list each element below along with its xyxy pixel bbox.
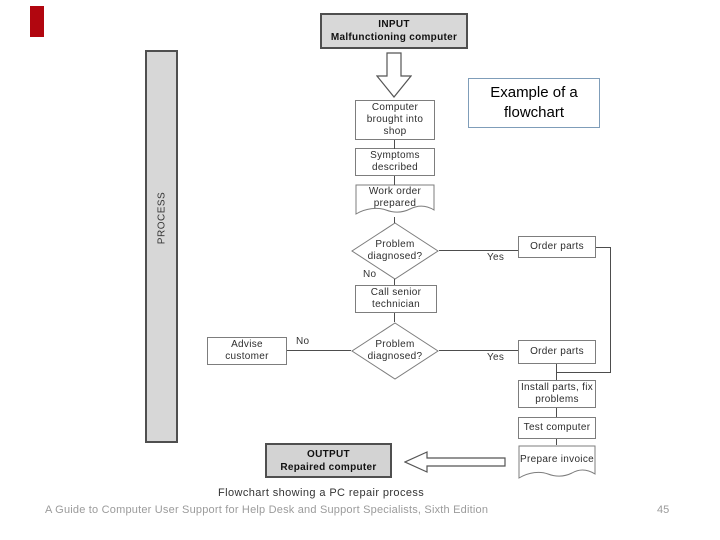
input-title: INPUT (378, 19, 410, 30)
connector-line (394, 279, 395, 285)
order-parts-1-label: Order parts (530, 241, 584, 252)
decision-1-text: Problem diagnosed? (367, 239, 423, 262)
order-parts-2-label: Order parts (530, 346, 584, 357)
step-symptoms-label: Symptoms described (370, 150, 420, 173)
red-accent-bar (30, 6, 44, 37)
step-install-parts: Install parts, fix problems (518, 380, 596, 408)
connector-line (556, 439, 557, 445)
decision-problem-diagnosed-2 (351, 322, 439, 380)
process-phase-bar: PROCESS (145, 50, 178, 443)
step-computer-brought: Computer brought into shop (355, 100, 435, 140)
connector-line (394, 140, 395, 149)
branch-label-no-2: No (296, 336, 310, 347)
step-call-senior-technician: Call senior technician (355, 285, 437, 313)
test-computer-label: Test computer (523, 422, 591, 433)
input-subtitle: Malfunctioning computer (330, 32, 458, 43)
connector-line (287, 350, 351, 351)
figure-caption: Flowchart showing a PC repair process (218, 487, 425, 499)
example-callout: Example of a flowchart (468, 78, 600, 128)
document-prepare-invoice-label: Prepare invoice (518, 446, 596, 474)
connector-line (556, 372, 611, 373)
step-symptoms-described: Symptoms described (355, 148, 435, 176)
advise-customer-label: Advise customer (225, 339, 269, 362)
install-parts-label: Install parts, fix problems (520, 382, 594, 405)
document-prepare-invoice (518, 445, 596, 479)
connector-line (596, 247, 611, 248)
document-work-order (355, 184, 435, 215)
output-title: OUTPUT (307, 448, 350, 460)
connector-line (610, 247, 611, 373)
connector-line (394, 313, 395, 322)
connector-line (394, 217, 395, 223)
decision-problem-diagnosed-1 (351, 222, 439, 280)
input-terminator: INPUT Malfunctioning computer (320, 13, 468, 49)
step-test-computer: Test computer (518, 417, 596, 439)
step-computer-brought-label: Computer brought into shop (366, 102, 424, 137)
decision-2-label: Problem diagnosed? (363, 326, 427, 376)
connector-line (439, 250, 518, 251)
connector-line (439, 350, 518, 351)
step-order-parts-2: Order parts (518, 340, 596, 364)
footer-text: A Guide to Computer User Support for Hel… (45, 504, 489, 516)
process-phase-label: PROCESS (156, 191, 167, 245)
down-arrow-icon (376, 52, 412, 98)
work-order-text: Work order prepared (368, 186, 422, 209)
output-terminator: OUTPUT Repaired computer (265, 443, 392, 478)
step-order-parts-1: Order parts (518, 236, 596, 258)
branch-label-no-1: No (363, 269, 377, 280)
decision-1-label: Problem diagnosed? (363, 226, 427, 276)
output-subtitle: Repaired computer (280, 461, 377, 473)
step-advise-customer: Advise customer (207, 337, 287, 365)
connector-line (556, 364, 557, 380)
page-number: 45 (657, 504, 670, 516)
branch-label-yes-2: Yes (487, 352, 505, 363)
branch-label-yes-1: Yes (487, 252, 505, 263)
prepare-invoice-text: Prepare invoice (520, 454, 594, 465)
call-senior-label: Call senior technician (370, 287, 422, 310)
left-arrow-icon (404, 451, 506, 473)
decision-2-text: Problem diagnosed? (367, 339, 423, 362)
document-work-order-label: Work order prepared (355, 185, 435, 211)
example-callout-text: Example of a flowchart (490, 84, 578, 121)
connector-line (394, 176, 395, 185)
connector-line (556, 408, 557, 417)
